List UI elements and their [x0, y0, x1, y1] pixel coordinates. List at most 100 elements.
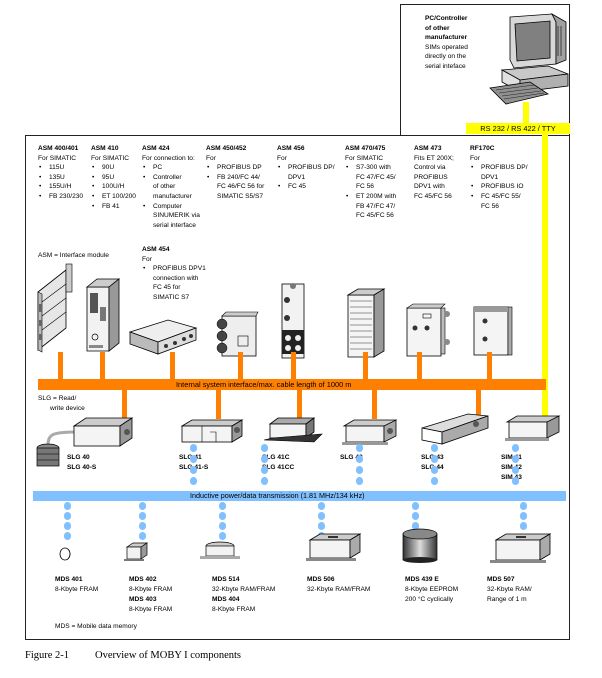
- bus-drop: [100, 352, 105, 380]
- internal-system-bus: [38, 379, 546, 390]
- mds-desc: 8-Kbyte FRAM: [55, 586, 99, 593]
- module-item: FB 230/230: [38, 192, 83, 202]
- sim-name: SIM 42: [501, 464, 522, 471]
- slg-41-device-icon: [180, 419, 244, 443]
- asm-410-module-icon: [85, 278, 121, 352]
- pc-desc-line: directly on the: [425, 53, 467, 61]
- asm-473-module-icon: [406, 303, 450, 357]
- module-item-cont: FC 45/FC 56: [356, 212, 394, 220]
- module-item-cont: FC 46/FC 56 for: [217, 183, 265, 191]
- inductive-link-dot: [356, 466, 363, 474]
- inductive-link-dot: [318, 512, 325, 520]
- module-item: PC: [142, 163, 200, 173]
- module-title: ASM 454: [142, 246, 170, 253]
- mds-desc: 8-Kbyte FRAM: [129, 606, 173, 613]
- mds-name: MDS 514: [212, 576, 240, 583]
- asm-456: ASM 456 For PROFIBUS DP/ DPV1 FC 45: [277, 144, 335, 192]
- bus-drop: [372, 389, 377, 419]
- module-subtitle: For SIMATIC: [345, 154, 383, 162]
- module-line: DPV1 with: [414, 183, 445, 191]
- mds-402-icon: [124, 542, 149, 561]
- mds-439e-icon: [402, 528, 438, 563]
- mds-desc: 32-Kbyte RAM/: [487, 586, 532, 593]
- module-item: 115U: [38, 163, 83, 173]
- pc-desc-line: PC/Controller: [425, 15, 468, 22]
- mds-desc: 200 °C cyclically: [405, 596, 454, 603]
- mds-desc: 8-Kbyte EEPROM: [405, 586, 459, 593]
- inductive-link-dot: [139, 522, 146, 530]
- inductive-link-dot: [412, 522, 419, 530]
- inductive-link-dot: [431, 466, 438, 474]
- asm-400-card-icon: [37, 263, 73, 353]
- inductive-link-dot: [356, 444, 363, 452]
- module-item: PROFIBUS DP/: [277, 163, 335, 173]
- mds-507-label: MDS 507 32-Kbyte RAM/ Range of 1 m: [487, 575, 532, 605]
- module-title: ASM 470/475: [345, 145, 386, 152]
- pc-desc-line: of other: [425, 24, 450, 32]
- pc-description: PC/Controller of other manufacturer SIMs…: [425, 14, 468, 72]
- asm-410: ASM 410 For SIMATIC 90U 95U 100U/H ET 10…: [91, 144, 136, 211]
- bus-drop: [216, 389, 221, 419]
- inductive-link-dot: [261, 444, 268, 452]
- module-item-cont: SIMATIC S7: [153, 293, 190, 301]
- bus-drop: [363, 352, 368, 380]
- module-item-cont: DPV1: [288, 173, 306, 181]
- inductive-link-dot: [356, 455, 363, 463]
- sim-name: SIM 41: [501, 454, 522, 461]
- mds-439e-label: MDS 439 E 8-Kbyte EEPROM 200 °C cyclical…: [405, 575, 458, 605]
- module-item: 100U/H: [91, 182, 136, 192]
- module-item: FC 45/FC 55/: [470, 192, 528, 202]
- module-subtitle: Fits ET 200X;: [414, 154, 454, 162]
- module-title: ASM 424: [142, 145, 170, 152]
- module-subtitle: For connection to:: [142, 154, 195, 162]
- module-line: FC 45/FC 56: [414, 192, 452, 200]
- module-item: PROFIBUS IO: [470, 182, 528, 192]
- module-item-cont: FC 56: [481, 202, 499, 210]
- slg-name: SLG 40: [67, 454, 90, 461]
- module-item-cont: DPV1: [481, 173, 499, 181]
- rf170c-module-icon: [473, 306, 513, 356]
- module-item-cont: FC 47/FC 45/: [356, 173, 396, 181]
- inductive-link-dot: [512, 455, 519, 463]
- pc-computer-icon: [489, 12, 569, 105]
- bus-drop: [291, 352, 296, 380]
- bus-drop: [238, 352, 243, 380]
- inductive-link-dot: [318, 522, 325, 530]
- bus-drop: [487, 352, 492, 380]
- module-item-cont: connection with: [153, 274, 199, 282]
- pc-desc-line: manufacturer: [425, 34, 468, 42]
- slg-name: SLG 41C: [262, 454, 290, 461]
- asm-400-401: ASM 400/401 For SIMATIC 115U 135U 155U/H…: [38, 144, 83, 202]
- mds-name: MDS 402: [129, 576, 157, 583]
- slg-40-label: SLG 40 SLG 40-S: [67, 453, 96, 473]
- sim-device-icon: [505, 415, 561, 441]
- slg-43-device-icon: [421, 413, 489, 445]
- asm-473: ASM 473 Fits ET 200X; Control via PROFIB…: [414, 144, 454, 202]
- inductive-link-dot: [520, 502, 527, 510]
- bus-drop: [417, 352, 422, 380]
- mds-name: MDS 401: [55, 576, 83, 583]
- slg-41c-device-icon: [263, 417, 323, 443]
- inductive-link-dot: [431, 477, 438, 485]
- inductive-link-dot: [356, 477, 363, 485]
- slg-legend-line: SLG = Read/: [38, 395, 77, 402]
- module-subtitle: For: [206, 154, 216, 162]
- module-item: FB 240/FC 44/: [206, 173, 264, 183]
- module-item: S7-300 with: [345, 163, 396, 173]
- module-item: PROFIBUS DPV1: [142, 264, 206, 274]
- mds-name: MDS 404: [212, 596, 240, 603]
- slg-40-antenna-icon: [36, 417, 134, 467]
- diagram-frame: [25, 135, 570, 640]
- module-item: 135U: [38, 173, 83, 183]
- module-item: 95U: [91, 173, 136, 183]
- module-item-cont: manufacturer: [153, 192, 192, 200]
- module-item-cont: of other: [153, 183, 176, 191]
- slg-name: SLG 42: [340, 454, 363, 461]
- slg-name: SLG 40-S: [67, 464, 97, 471]
- asm-legend: ASM = Interface module: [38, 252, 109, 259]
- bus-drop: [297, 389, 302, 419]
- inductive-link-dot: [512, 477, 519, 485]
- module-item: PROFIBUS DP: [206, 163, 264, 173]
- module-item: ET 200M with: [345, 192, 396, 202]
